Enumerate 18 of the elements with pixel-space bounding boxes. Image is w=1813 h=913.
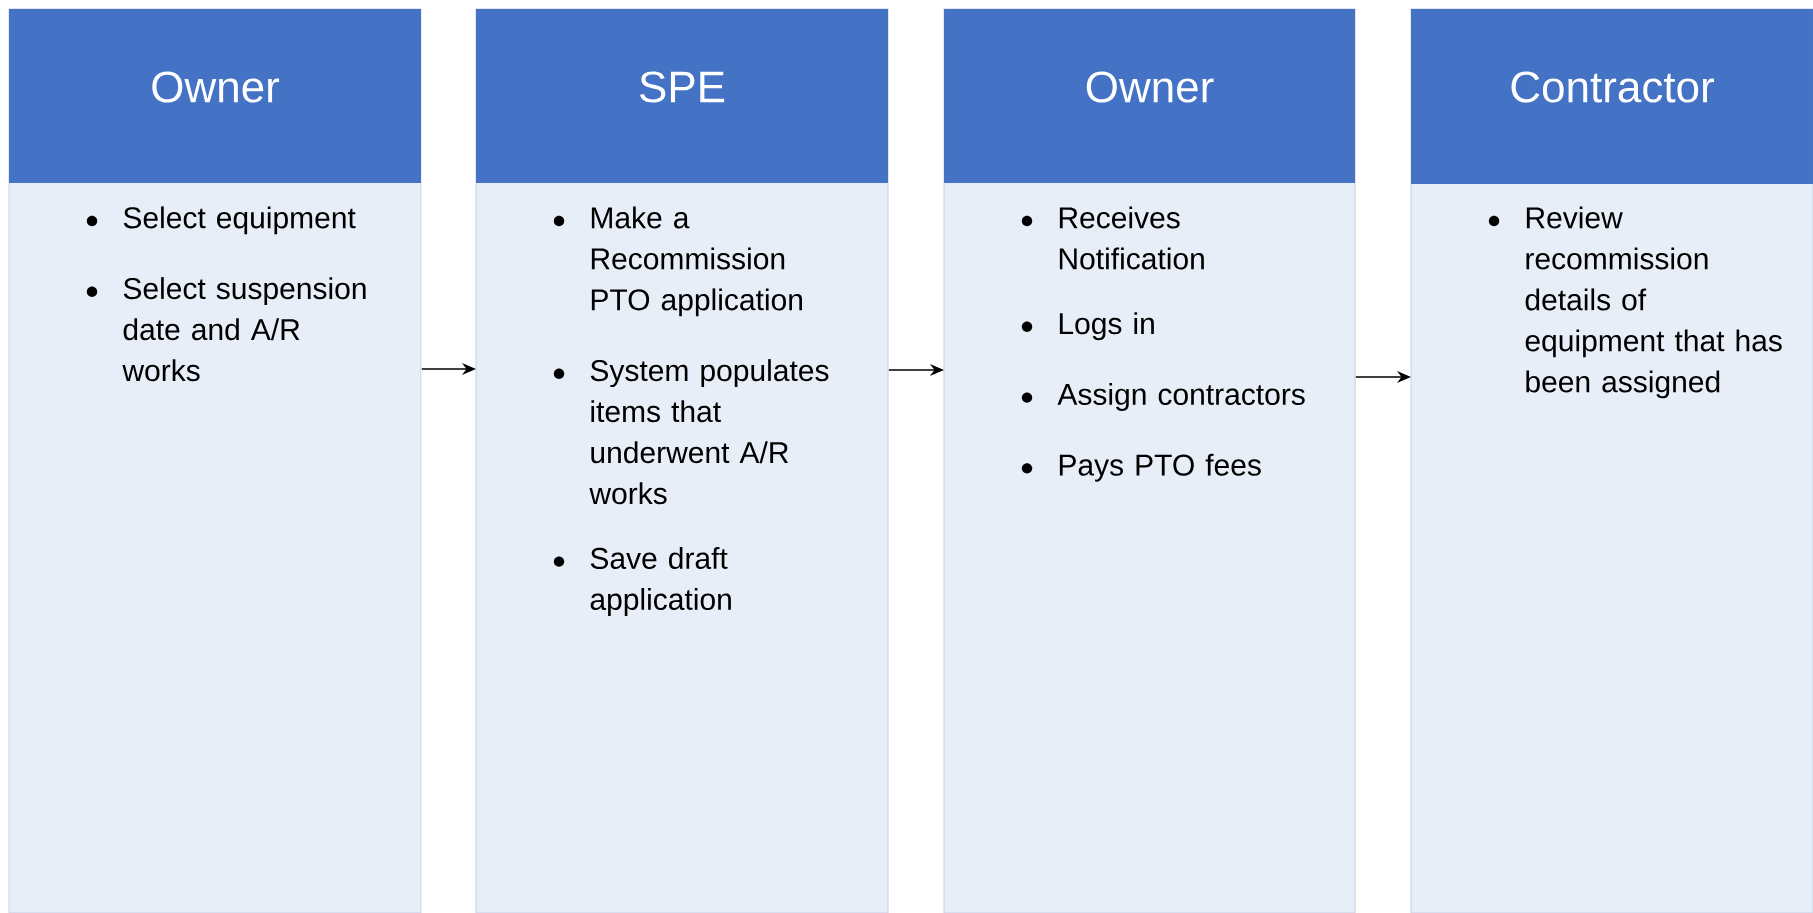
bullet-item: Logs in: [1059, 312, 1154, 341]
bullet-item: Receives Notification: [1059, 206, 1204, 270]
bullet-item: Select suspension date and A/R works: [122, 277, 366, 382]
bullet-item: Review recommission details of equipment that has been assigned: [1525, 206, 1782, 399]
bullet-item: System populates items that underwent A/R works: [589, 359, 829, 505]
bullet-item: Make a Recommission PTO application: [591, 206, 802, 317]
column-heading: SPE: [640, 71, 725, 103]
swimlane-column: [943, 8, 1356, 913]
bullet-item: Select equipment: [123, 206, 356, 235]
bullet-item: Pays PTO fees: [1059, 453, 1261, 482]
swimlane-column: [1410, 8, 1813, 913]
column-heading: Owner: [152, 71, 280, 103]
swimlane-column: [8, 8, 422, 913]
bullet-item: Save draft application: [590, 547, 731, 616]
swimlane-column: [475, 8, 889, 913]
column-heading: Contractor: [1511, 71, 1714, 103]
bullet-item: Assign contractors: [1057, 383, 1305, 411]
column-heading: Owner: [1086, 71, 1214, 103]
